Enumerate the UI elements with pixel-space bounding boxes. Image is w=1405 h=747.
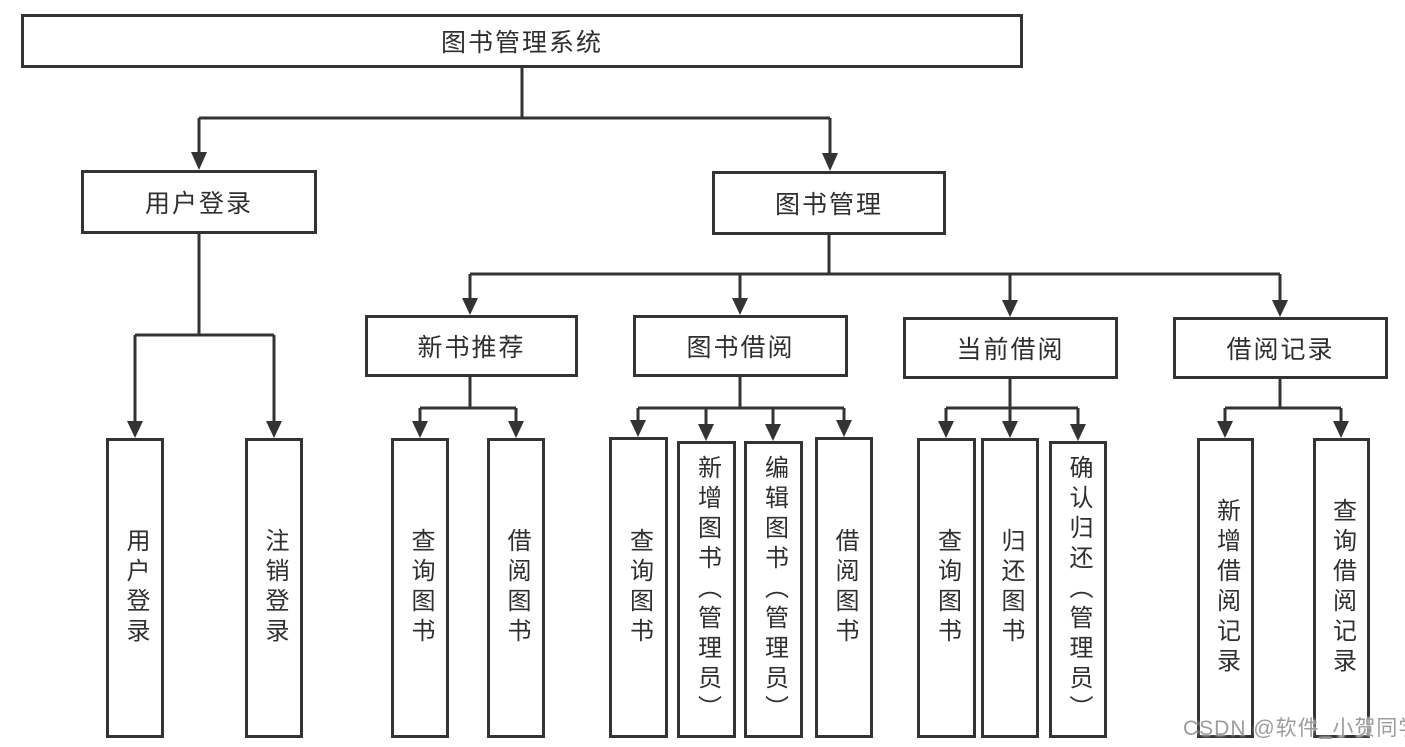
leaf-label: 查询图书 (625, 527, 653, 648)
node-new-book-recommendation: 新书推荐 (365, 315, 578, 377)
leaf-user-login: 用户登录 (106, 438, 164, 738)
leaf-borrow-books: 借阅图书 (815, 437, 873, 738)
leaf-label: 新增图书（管理员） (693, 454, 721, 725)
leaf-label: 查询借阅记录 (1328, 498, 1356, 678)
node-current-borrowing: 当前借阅 (903, 317, 1118, 379)
node-borrowing-records: 借阅记录 (1173, 317, 1388, 379)
node-label: 用户登录 (144, 190, 253, 218)
node-library-management-system: 图书管理系统 (21, 14, 1023, 68)
node-book-borrowing: 图书借阅 (633, 315, 848, 377)
node-book-management: 图书管理 (712, 171, 946, 235)
leaf-add-books-admin: 新增图书（管理员） (677, 441, 736, 738)
leaf-return-books: 归还图书 (981, 438, 1039, 738)
leaf-confirm-return-admin: 确认归还（管理员） (1049, 441, 1107, 738)
leaf-label: 确认归还（管理员） (1065, 454, 1092, 725)
leaf-edit-books-admin: 编辑图书（管理员） (744, 441, 803, 738)
leaf-label: 查询图书 (933, 528, 961, 648)
node-label: 图书管理系统 (440, 29, 603, 57)
node-label: 当前借阅 (956, 336, 1065, 364)
leaf-label: 编辑图书（管理员） (760, 454, 788, 725)
leaf-label: 归还图书 (997, 528, 1024, 648)
node-user-login: 用户登录 (81, 170, 317, 234)
leaf-label: 查询图书 (407, 528, 434, 648)
node-label: 新书推荐 (417, 334, 526, 362)
leaf-query-borrow-record: 查询借阅记录 (1313, 438, 1370, 738)
csdn-watermark: CSDN @软件_小贺同学 (1183, 717, 1405, 740)
leaf-add-borrow-record: 新增借阅记录 (1197, 438, 1254, 738)
leaf-logout: 注销登录 (245, 438, 303, 738)
leaf-query-books: 查询图书 (917, 438, 976, 738)
leaf-label: 借阅图书 (503, 528, 530, 648)
leaf-borrow-books: 借阅图书 (487, 438, 545, 738)
leaf-label: 借阅图书 (831, 527, 858, 648)
leaf-query-books: 查询图书 (609, 437, 668, 738)
leaf-label: 用户登录 (122, 528, 149, 648)
leaf-label: 注销登录 (261, 528, 288, 648)
node-label: 图书管理 (774, 191, 883, 219)
leaf-query-books: 查询图书 (391, 438, 449, 738)
leaf-label: 新增借阅记录 (1212, 498, 1240, 678)
node-label: 借阅记录 (1226, 336, 1335, 364)
node-label: 图书借阅 (686, 334, 795, 362)
